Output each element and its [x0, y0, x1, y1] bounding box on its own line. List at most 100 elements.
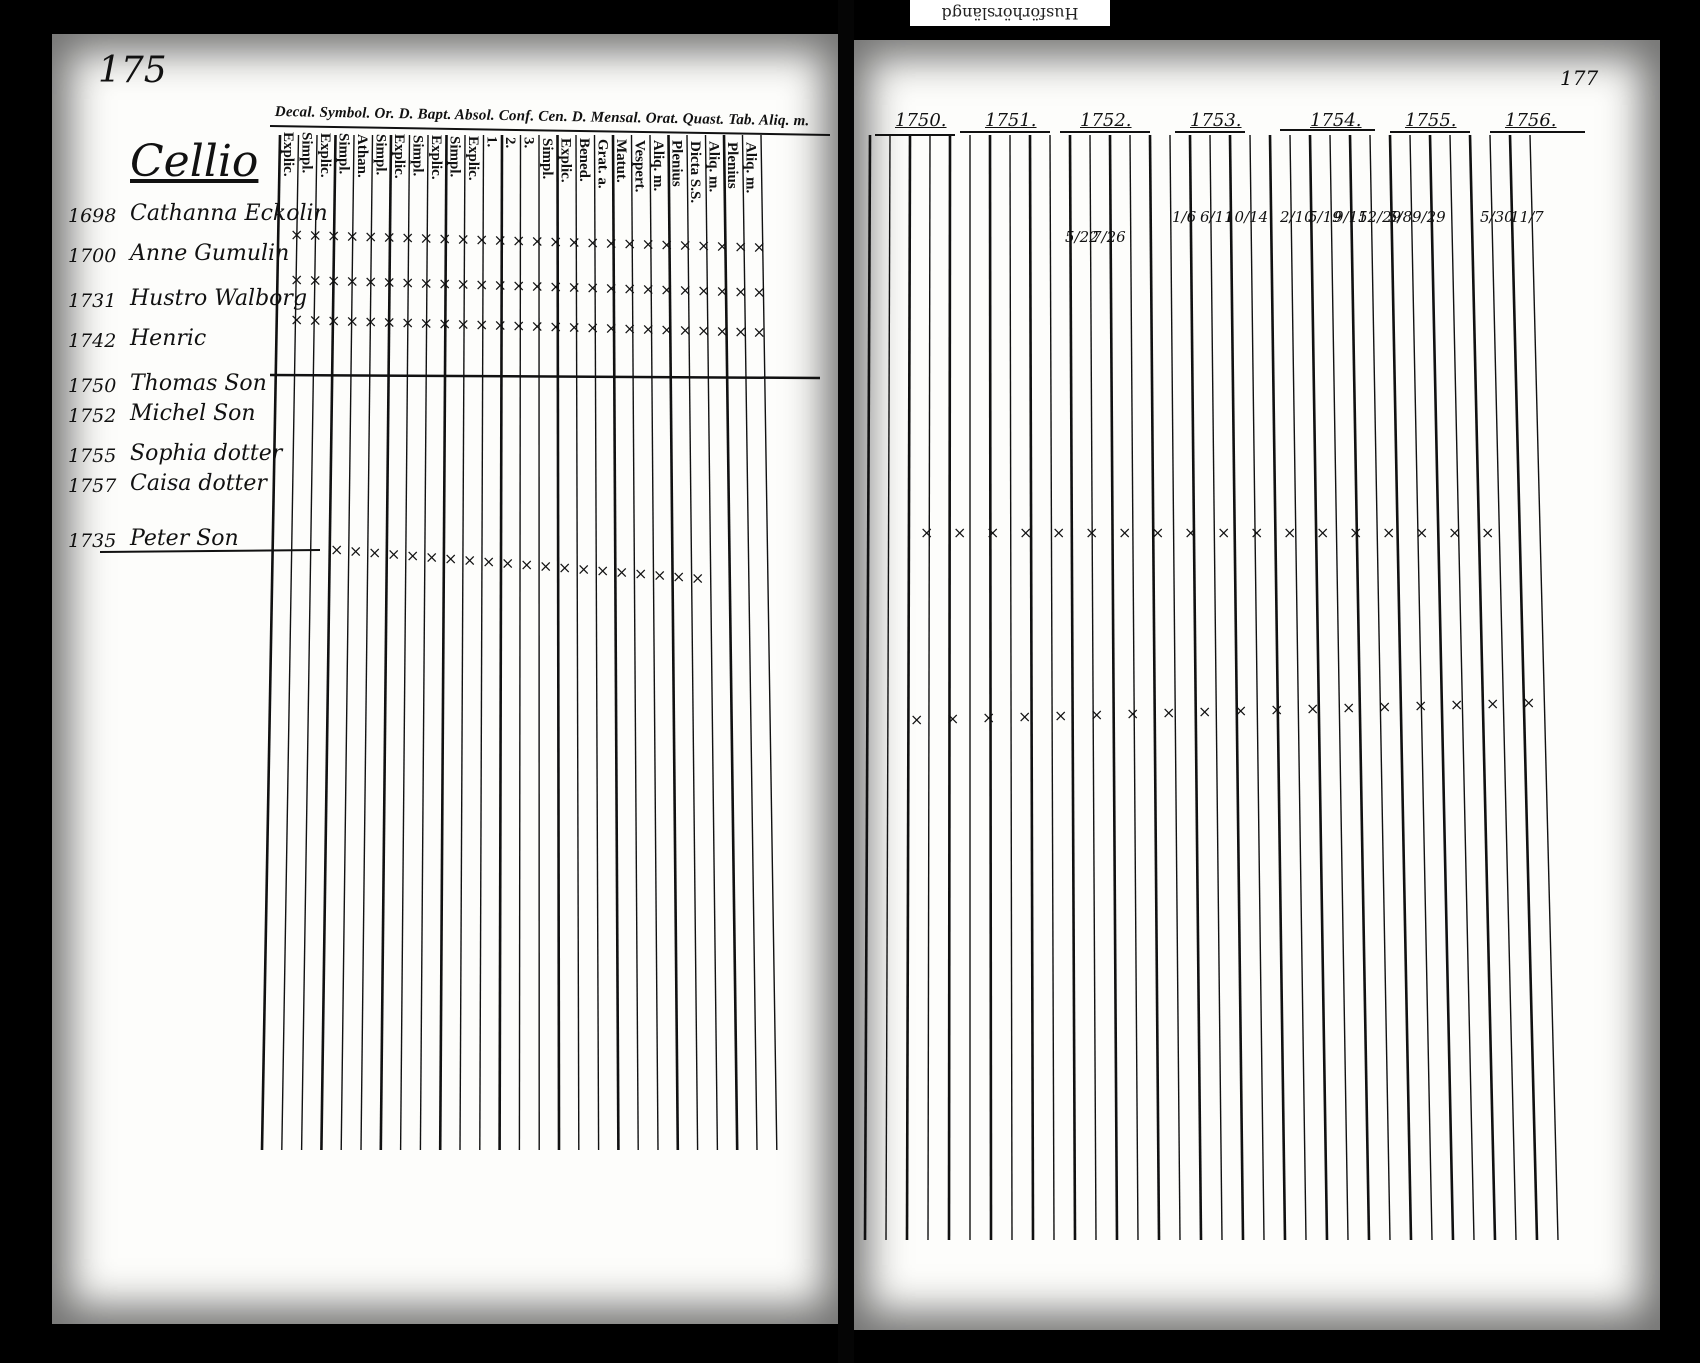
tick-mark: ×	[401, 228, 414, 247]
tick-mark: ×	[623, 279, 636, 298]
column-rule	[885, 134, 891, 1241]
column-rule	[300, 134, 318, 1151]
tick-mark: ×	[383, 313, 396, 332]
column-header: Explic.	[465, 136, 481, 181]
column-header: Simpl.	[372, 134, 389, 176]
column-rule	[320, 134, 337, 1151]
tick-mark: ×	[364, 312, 377, 331]
tick-mark: ×	[349, 542, 362, 561]
column-rule	[1289, 134, 1307, 1241]
column-header: Simpl.	[446, 135, 463, 177]
column-rule	[611, 134, 620, 1151]
birth-year: 1750	[68, 375, 117, 397]
column-rule	[741, 134, 758, 1151]
exam-date: 5/8	[1388, 208, 1413, 226]
column-header: Simpl.	[409, 134, 426, 177]
column-header: Explic.	[317, 132, 333, 178]
column-header: Athan.	[354, 133, 370, 178]
tick-mark: ×	[438, 274, 451, 293]
birth-year: 1755	[68, 445, 117, 467]
year-heading: 1752.	[1080, 110, 1132, 131]
column-rule	[1108, 134, 1119, 1241]
column-rule	[630, 134, 639, 1151]
tick-mark: ×	[346, 272, 359, 291]
tick-mark: ×	[475, 315, 488, 334]
column-rule	[1249, 134, 1265, 1241]
tick-mark: ×	[1448, 523, 1461, 542]
tick-mark: ×	[653, 566, 666, 585]
tick-mark: ×	[1342, 698, 1355, 717]
tick-mark: ×	[512, 231, 525, 250]
tick-mark: ×	[1198, 702, 1211, 721]
tick-mark: ×	[438, 229, 451, 248]
tick-mark: ×	[1085, 523, 1098, 542]
column-rule	[760, 134, 778, 1151]
tick-mark: ×	[697, 281, 710, 300]
tick-mark: ×	[586, 233, 599, 252]
tick-mark: ×	[327, 311, 340, 330]
column-rule	[1209, 134, 1223, 1241]
tick-mark: ×	[494, 316, 507, 335]
tick-mark: ×	[1306, 699, 1319, 718]
tick-mark: ×	[1415, 523, 1428, 542]
exam-date: 5/30	[1480, 208, 1514, 226]
tick-mark: ×	[660, 320, 673, 339]
person-name: Sophia dotter	[130, 441, 283, 466]
tick-mark: ×	[982, 708, 995, 727]
column-header: Aliq. m.	[705, 141, 722, 193]
column-rule	[419, 134, 429, 1151]
column-header: Explic.	[557, 138, 574, 183]
tick-mark: ×	[568, 318, 581, 337]
tick-mark: ×	[946, 709, 959, 728]
year-heading: 1754.	[1310, 110, 1362, 131]
tick-mark: ×	[697, 236, 710, 255]
tick-mark: ×	[691, 569, 704, 588]
column-rule	[498, 134, 504, 1151]
column-rule	[1028, 134, 1035, 1241]
column-rule	[281, 134, 300, 1151]
tick-mark: ×	[1382, 523, 1395, 542]
column-header: Grat. a.	[594, 138, 611, 189]
section-rule	[269, 373, 821, 380]
tick-mark: ×	[679, 321, 692, 340]
tick-mark: ×	[1090, 705, 1103, 724]
column-rule	[1308, 134, 1329, 1241]
tick-mark: ×	[1378, 697, 1391, 716]
tick-mark: ×	[1414, 696, 1427, 715]
year-heading: 1753.	[1190, 110, 1242, 131]
column-header: 3.	[520, 137, 537, 149]
header-rule	[269, 125, 831, 136]
tick-mark: ×	[364, 227, 377, 246]
exam-date: 10/14	[1225, 208, 1269, 226]
column-header: Dicta S.S.	[687, 140, 703, 203]
column-rule	[1369, 134, 1391, 1241]
column-rule	[1148, 134, 1161, 1241]
name-underline	[99, 549, 321, 553]
tick-mark: ×	[290, 310, 303, 329]
tick-mark: ×	[475, 230, 488, 249]
column-rule	[667, 134, 680, 1151]
tick-mark: ×	[1316, 523, 1329, 542]
spine	[838, 0, 854, 1363]
column-rule	[1388, 134, 1413, 1241]
column-header: Simpl.	[298, 132, 315, 174]
birth-year: 1735	[68, 530, 117, 552]
tick-mark: ×	[383, 273, 396, 292]
tick-mark: ×	[716, 282, 729, 301]
column-rule	[1489, 134, 1517, 1241]
tick-mark: ×	[953, 523, 966, 542]
tick-mark: ×	[986, 523, 999, 542]
column-rule	[518, 134, 522, 1151]
column-header: Explic.	[391, 134, 407, 179]
column-rule	[1348, 134, 1371, 1241]
tick-mark: ×	[549, 232, 562, 251]
column-rule	[1068, 134, 1077, 1241]
tick-mark: ×	[1481, 523, 1494, 542]
column-rule	[1169, 134, 1181, 1241]
tick-mark: ×	[531, 317, 544, 336]
tick-mark: ×	[577, 560, 590, 579]
column-rule	[1529, 134, 1559, 1241]
birth-year: 1700	[68, 245, 117, 267]
